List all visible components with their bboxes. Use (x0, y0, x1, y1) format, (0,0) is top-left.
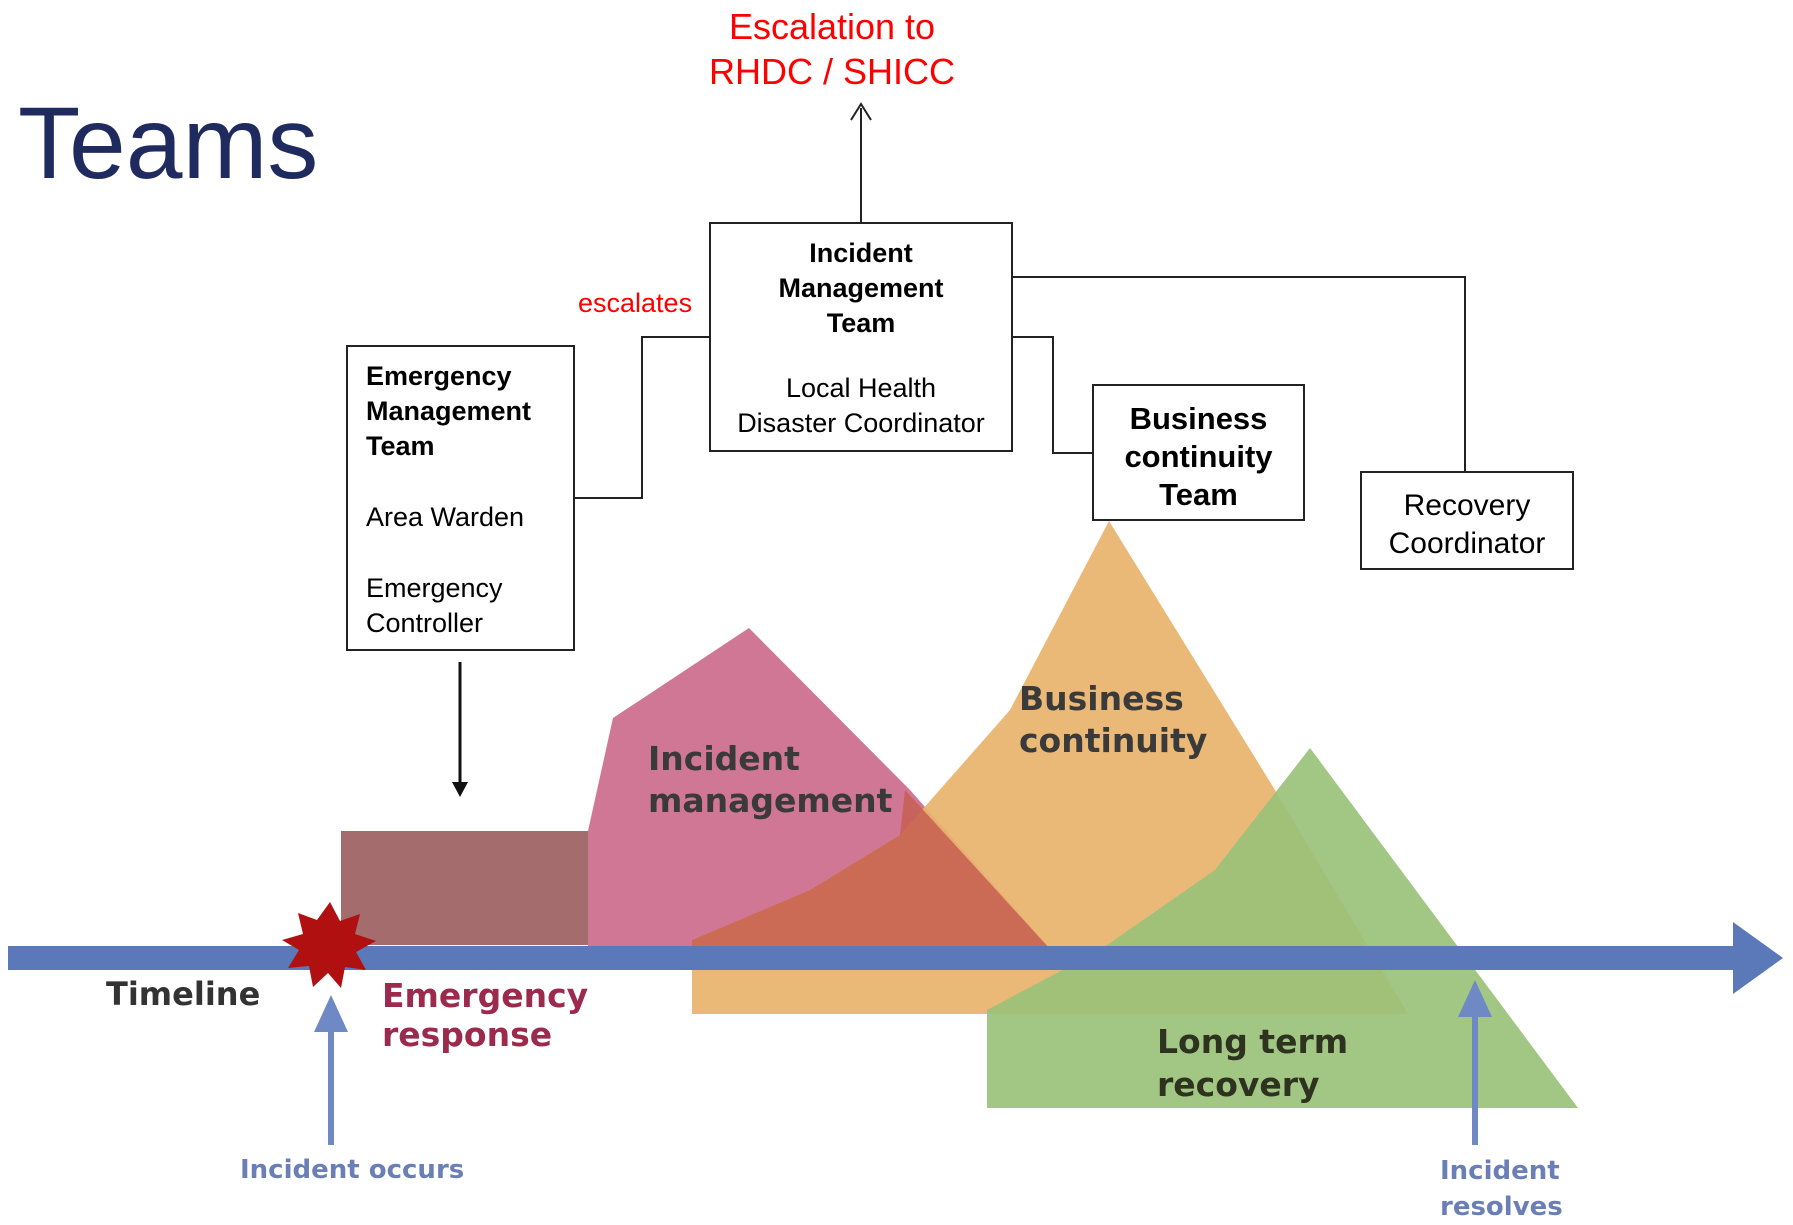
incident-management-team-box: Incident Management Team Local Health Di… (709, 222, 1013, 452)
emt-title-line-3: Team (366, 431, 435, 461)
incident-burst-icon (282, 902, 376, 988)
imt-title-line-3: Team (826, 308, 896, 338)
overlap-shape (692, 790, 1060, 960)
bc-label-line-1: Business (1019, 679, 1184, 718)
emergency-response-phase-label: Emergency response (382, 976, 588, 1054)
ltr-label-line-2: recovery (1157, 1065, 1320, 1104)
incident-occurs-label: Incident occurs (240, 1155, 465, 1185)
imt-role-line-2: Disaster Coordinator (737, 408, 985, 438)
imt-role-line-1: Local Health (785, 373, 937, 403)
escalation-line-1: Escalation to (728, 6, 936, 47)
ltr-label-line-1: Long term (1157, 1022, 1349, 1061)
bct-title-line-3: Team (1159, 477, 1238, 512)
escalation-label: Escalation to RHDC / SHICC (672, 4, 992, 94)
bct-title-line-1: Business (1129, 401, 1268, 436)
rc-line-2: Coordinator (1388, 527, 1546, 560)
incident-resolves-label: Incident resolves (1440, 1153, 1563, 1225)
timeline-label: Timeline (106, 975, 261, 1013)
escalates-connector (575, 336, 709, 499)
im-label-line-1: Incident (648, 739, 800, 778)
imt-title-line-2: Management (778, 273, 944, 303)
imt-to-rc-connector (1013, 276, 1466, 471)
emt-down-arrowhead (452, 782, 468, 797)
emt-title-line-2: Management (366, 396, 532, 426)
emt-role-controller-line-1: Emergency (366, 573, 503, 603)
im-label-line-2: management (648, 781, 893, 820)
escalation-arrowhead (850, 102, 872, 121)
page-title: Teams (18, 86, 319, 200)
business-continuity-team-box: Business continuity Team (1092, 384, 1305, 521)
escalates-label: escalates (578, 288, 693, 318)
ir-label-line-1: Incident (1440, 1156, 1560, 1186)
incident-resolves-arrowhead (1458, 980, 1492, 1017)
emt-role-controller-line-2: Controller (366, 608, 484, 638)
escalation-line-2: RHDC / SHICC (708, 51, 955, 92)
long-term-recovery-phase-label: Long term recovery (1157, 1020, 1348, 1106)
er-label-line-1: Emergency (382, 976, 589, 1015)
timeline-arrowhead (1733, 922, 1783, 994)
er-label-line-2: response (382, 1015, 553, 1054)
imt-title-line-1: Incident (809, 238, 913, 268)
emt-role-area-warden: Area Warden (366, 502, 525, 532)
business-continuity-phase-label: Business continuity (1019, 678, 1207, 762)
timeline-bar (8, 946, 1743, 970)
emergency-response-shape (341, 831, 588, 945)
bct-title-line-2: continuity (1124, 439, 1273, 474)
long-term-recovery-shape (987, 748, 1578, 1108)
incident-management-phase-label: Incident management (648, 738, 892, 822)
bc-label-line-2: continuity (1019, 721, 1208, 760)
ir-label-line-2: resolves (1440, 1192, 1563, 1222)
emt-title-line-1: Emergency (366, 361, 512, 391)
incident-occurs-arrowhead (314, 995, 348, 1032)
imt-to-bct-connector (1013, 336, 1092, 454)
rc-line-1: Recovery (1403, 489, 1531, 522)
recovery-coordinator-box: Recovery Coordinator (1360, 471, 1574, 570)
emergency-management-team-box: Emergency Management Team Area Warden Em… (346, 345, 575, 651)
